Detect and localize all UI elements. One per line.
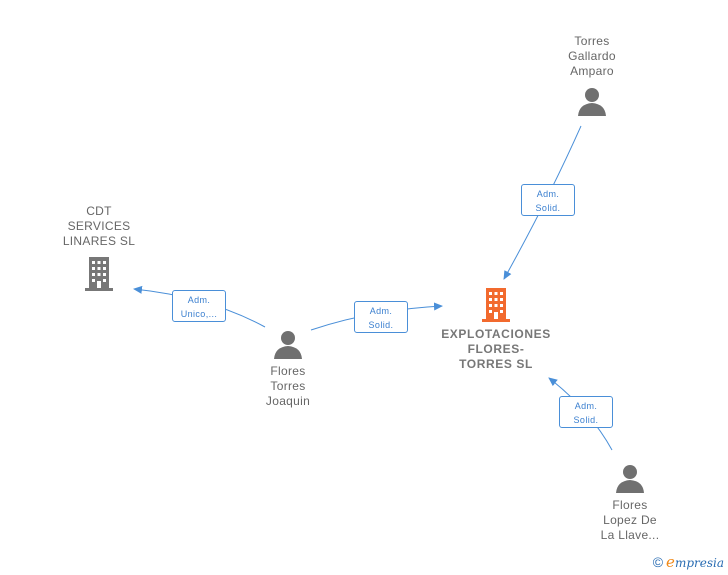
edge-label-line2: Solid. [573,415,599,425]
person-icon [616,465,644,493]
node-flores-torres-joaquin[interactable]: Flores Torres Joaquin [240,330,336,409]
node-label: Torres Gallardo Amparo [568,34,616,78]
edge-label-adm-solid-flores-lopez[interactable]: Adm. Solid. [559,396,613,428]
building-icon [482,288,510,322]
edge-label-line1: Adm. [536,189,560,199]
edge-label-line1: Adm. [369,306,393,316]
node-label: Flores Lopez De La Llave... [600,498,660,542]
node-explotaciones-flores-torres[interactable]: EXPLOTACIONES FLORES- TORRES SL [436,286,556,372]
building-icon [85,257,113,291]
edge-label-line1: Adm. [574,401,598,411]
edge-label-adm-solid-flores-torres[interactable]: Adm. Solid. [354,301,408,333]
person-icon [578,88,606,116]
edge-label-line1: Adm. [187,295,211,305]
edge-label-adm-solid-torres-gallardo[interactable]: Adm. Solid. [521,184,575,216]
person-icon [274,331,302,359]
edge-label-adm-unico[interactable]: Adm. Unico,... [172,290,226,322]
node-label: CDT SERVICES LINARES SL [62,204,136,248]
empresia-logo[interactable]: © empresia [653,553,724,571]
node-label: Flores Torres Joaquin [265,364,311,408]
node-cdt-services-linares[interactable]: CDT SERVICES LINARES SL [49,204,149,293]
node-label: EXPLOTACIONES FLORES- TORRES SL [441,327,551,371]
brand-name: empresia [666,553,724,571]
copyright-symbol: © [652,554,664,570]
edge-label-line2: Solid. [368,320,394,330]
node-flores-lopez-de-la-llave[interactable]: Flores Lopez De La Llave... [582,464,678,543]
brand-initial: e [666,553,675,571]
brand-rest: mpresia [674,556,724,570]
node-torres-gallardo-amparo[interactable]: Torres Gallardo Amparo [544,34,640,117]
edge-label-line2: Unico,... [180,309,218,319]
edge-label-line2: Solid. [535,203,561,213]
